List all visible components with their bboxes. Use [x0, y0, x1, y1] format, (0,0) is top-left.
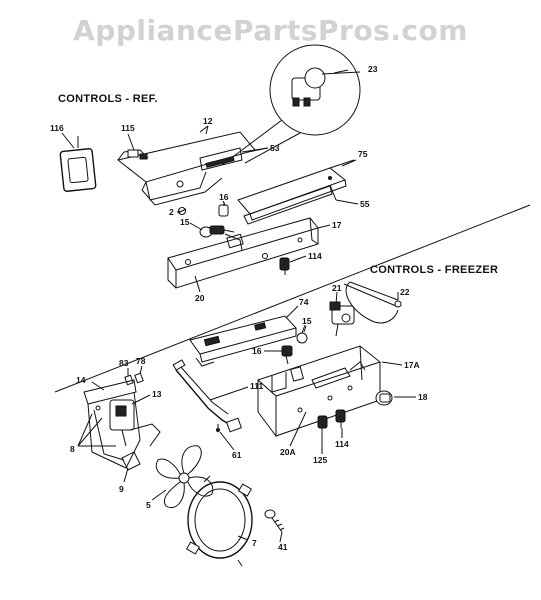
part-114-knob-freezer [335, 409, 346, 428]
part-78-clip [134, 372, 144, 384]
thermostat-component [291, 67, 361, 107]
label-53: 53 [270, 143, 280, 153]
label-16-freezer: 16 [252, 346, 262, 356]
watermark: AppliancePartsPros.com [73, 14, 468, 47]
part-5-fan-blade [155, 445, 214, 508]
part-17a-control-console [257, 345, 382, 437]
label-14: 14 [76, 375, 86, 385]
label-8: 8 [70, 444, 75, 454]
label-74: 74 [299, 297, 309, 307]
callout-line [244, 132, 301, 164]
label-17a: 17A [404, 360, 420, 370]
part-22-capillary-tube [343, 281, 402, 324]
part-114-knob-ref [279, 257, 290, 275]
label-21: 21 [332, 283, 342, 293]
part-75-bracket [237, 159, 355, 225]
label-20: 20 [195, 293, 205, 303]
label-15-ref: 15 [180, 217, 190, 227]
label-12: 12 [203, 116, 213, 126]
label-20a: 20A [280, 447, 296, 457]
label-116: 116 [50, 123, 64, 133]
part-18-knob [375, 390, 393, 406]
label-17: 17 [332, 220, 342, 230]
label-16-ref: 16 [219, 192, 229, 202]
section-title-ref-controls: CONTROLS - REF. [58, 93, 158, 105]
part-13-fan-motor [109, 399, 161, 447]
part-15-light-ref [199, 225, 235, 238]
part-41-screw [264, 509, 285, 533]
section-title-freezer-controls: CONTROLS - FREEZER [370, 264, 499, 276]
label-23: 23 [368, 64, 378, 74]
label-7: 7 [252, 538, 257, 548]
label-78: 78 [136, 356, 146, 366]
part-61-screw [216, 424, 220, 432]
label-114-freezer: 114 [335, 439, 349, 449]
part-16-knob-freezer [281, 345, 293, 365]
part-15-light-freezer [296, 324, 308, 344]
part-23-callout [221, 44, 361, 166]
part-number-labels: 116 115 12 53 23 75 55 2 16 15 17 114 20… [50, 64, 428, 552]
label-111: 111 [250, 381, 264, 391]
label-61: 61 [232, 450, 242, 460]
label-15-freezer: 15 [302, 316, 312, 326]
part-17-control-console [167, 217, 319, 289]
part-83-clip [124, 374, 134, 386]
label-22: 22 [400, 287, 410, 297]
label-5: 5 [146, 500, 151, 510]
zoom-circle [269, 44, 361, 136]
part-111-wire-harness [172, 359, 242, 433]
label-18: 18 [418, 392, 428, 402]
label-125: 125 [313, 455, 327, 465]
part-125-pushbutton [317, 415, 328, 434]
label-114-ref: 114 [308, 251, 322, 261]
part-12-control-housing [116, 125, 269, 206]
part-9-bracket-foot [121, 451, 141, 471]
leader-lines [61, 69, 416, 543]
part-7-fan-shroud [185, 475, 253, 567]
section-divider-line [54, 204, 531, 393]
label-55: 55 [360, 199, 370, 209]
label-2: 2 [169, 207, 174, 217]
label-9: 9 [119, 484, 124, 494]
part-21-thermostat-freezer [329, 301, 355, 337]
part-2-screw [177, 207, 187, 215]
label-41: 41 [278, 542, 288, 552]
label-75: 75 [358, 149, 368, 159]
label-115: 115 [121, 123, 135, 133]
label-83: 83 [119, 358, 129, 368]
part-116-insert [59, 136, 97, 192]
label-13: 13 [152, 389, 162, 399]
part-74-bracket [189, 315, 297, 367]
